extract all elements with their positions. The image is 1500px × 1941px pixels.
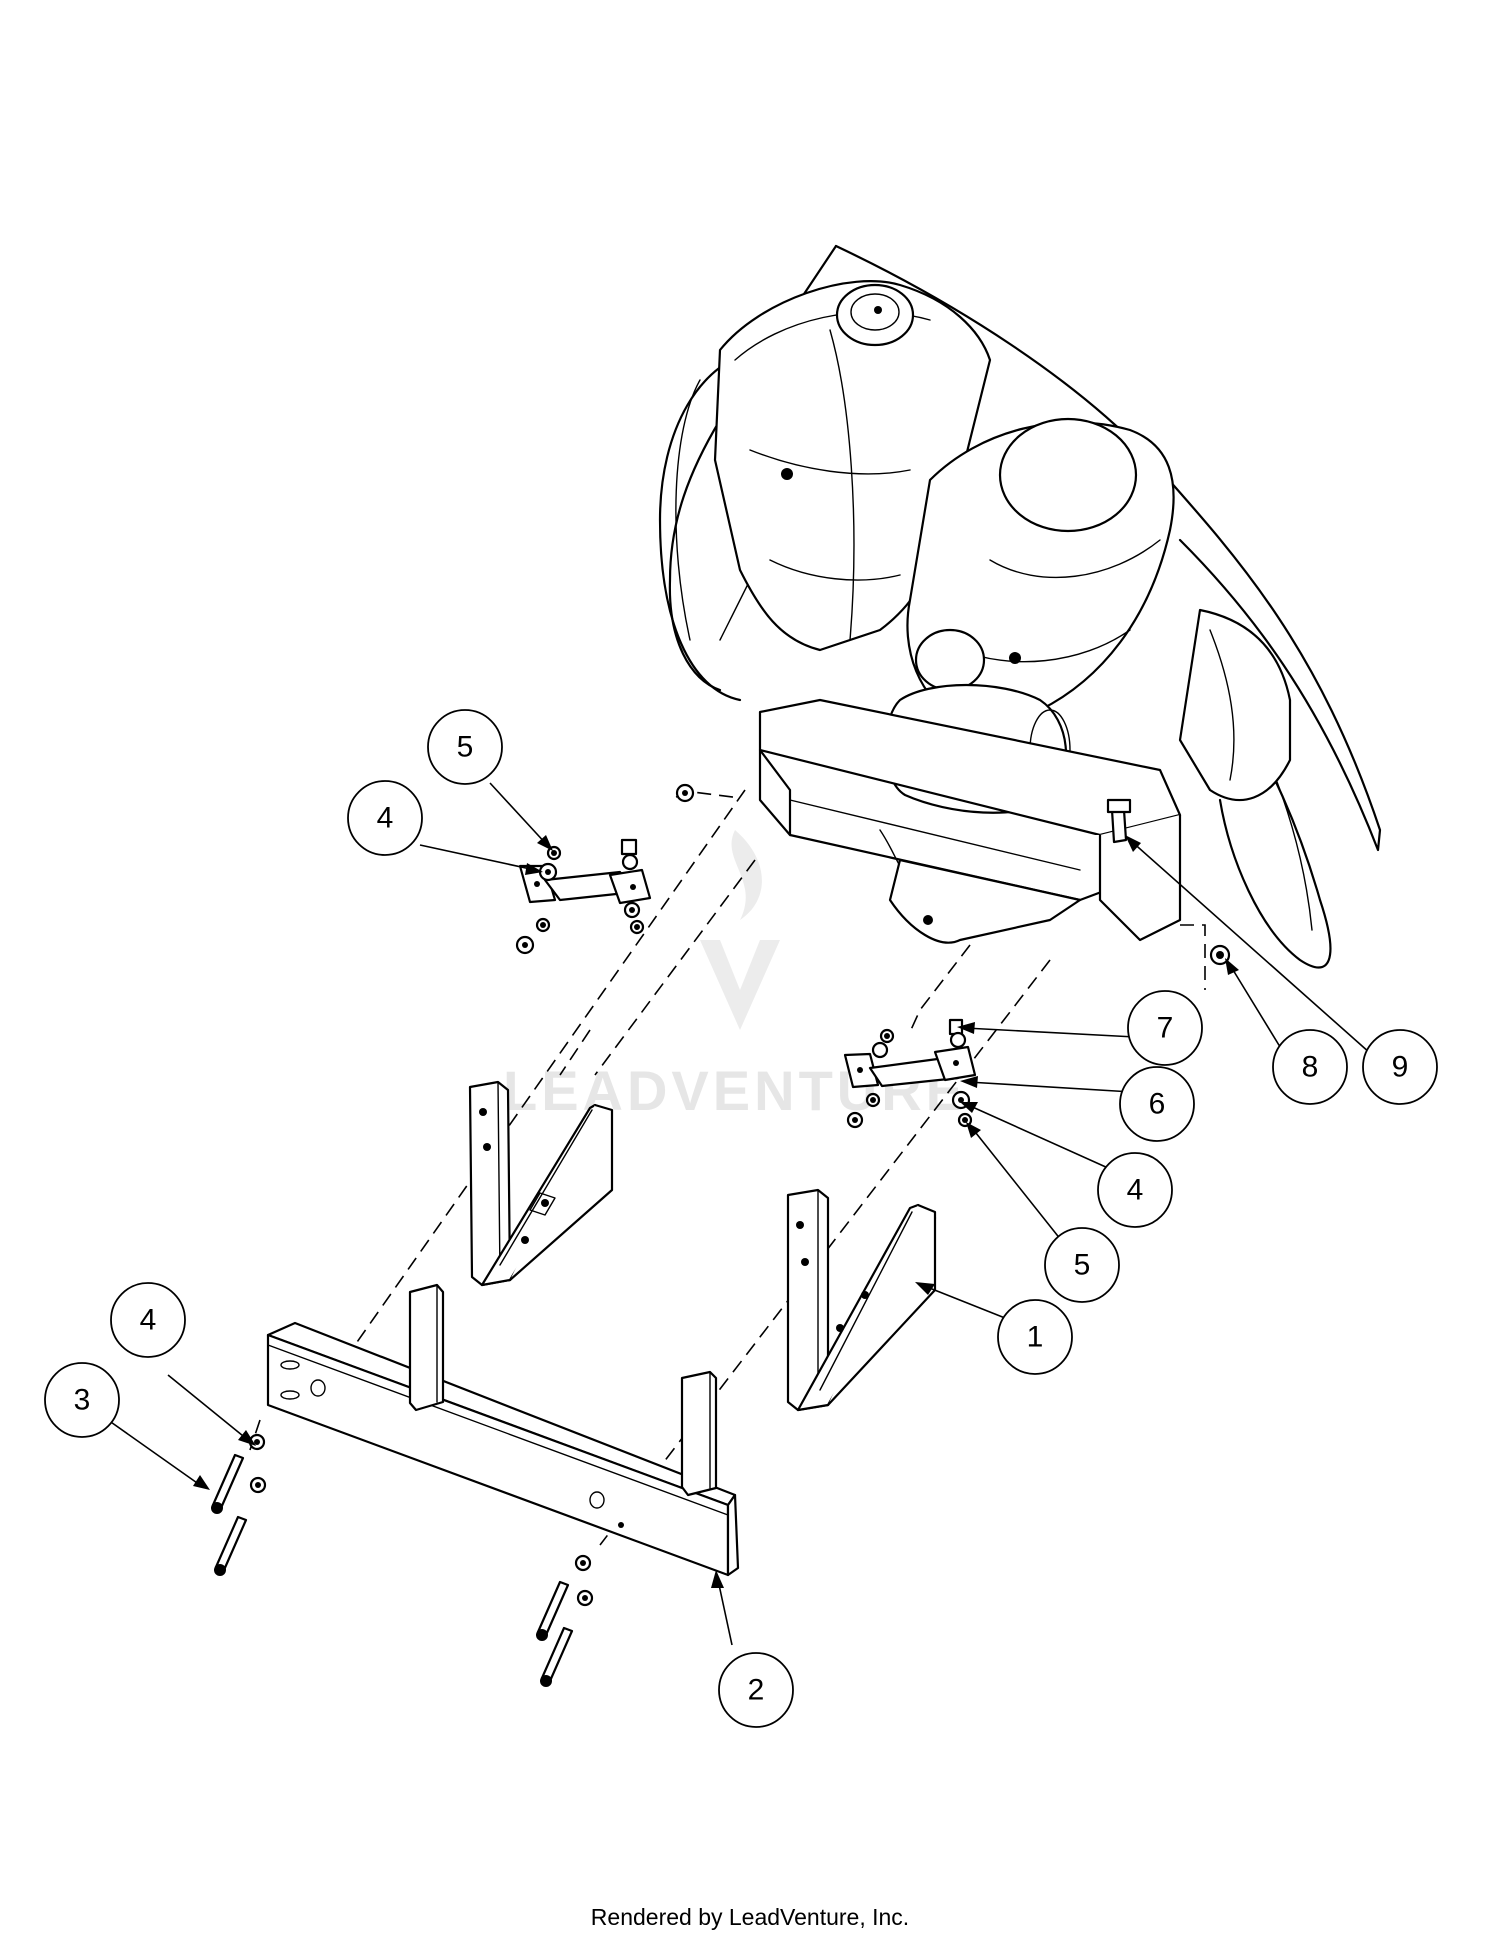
callout-4-front: 4 (110, 1282, 186, 1358)
callout-9: 9 (1362, 1029, 1438, 1105)
callout-8: 8 (1272, 1029, 1348, 1105)
callout-3: 3 (44, 1362, 120, 1438)
bracket-left (518, 864, 652, 905)
svg-text:8: 8 (1302, 1051, 1319, 1084)
callout-5-right: 5 (1044, 1227, 1120, 1303)
svg-text:3: 3 (74, 1384, 91, 1417)
svg-text:6: 6 (1149, 1088, 1166, 1121)
hardware (211, 783, 1231, 1687)
support-bracket-right (786, 1188, 937, 1412)
footer-credit: Rendered by LeadVenture, Inc. (590, 1904, 910, 1930)
svg-text:2: 2 (748, 1674, 765, 1707)
svg-text:1: 1 (1027, 1321, 1044, 1354)
svg-text:9: 9 (1392, 1051, 1409, 1084)
bracket-right (843, 1045, 977, 1089)
front-bumper (266, 1283, 740, 1577)
assembly-lines (249, 789, 1206, 1546)
svg-text:5: 5 (1074, 1249, 1091, 1282)
svg-text:4: 4 (377, 802, 394, 835)
callout-2: 2 (718, 1652, 794, 1728)
callout-5-left: 5 (427, 709, 503, 785)
support-bracket-left (468, 1080, 614, 1287)
callout-6: 6 (1119, 1066, 1195, 1142)
svg-text:4: 4 (140, 1304, 157, 1337)
svg-text:5: 5 (457, 731, 474, 764)
callout-7: 7 (1127, 990, 1203, 1066)
svg-text:7: 7 (1157, 1012, 1174, 1045)
callout-4-right: 4 (1097, 1152, 1173, 1228)
callout-4-left: 4 (347, 780, 423, 856)
svg-text:4: 4 (1127, 1174, 1144, 1207)
mower-body (658, 244, 1382, 969)
callout-1: 1 (997, 1299, 1073, 1375)
leader-lines (107, 782, 1371, 1646)
